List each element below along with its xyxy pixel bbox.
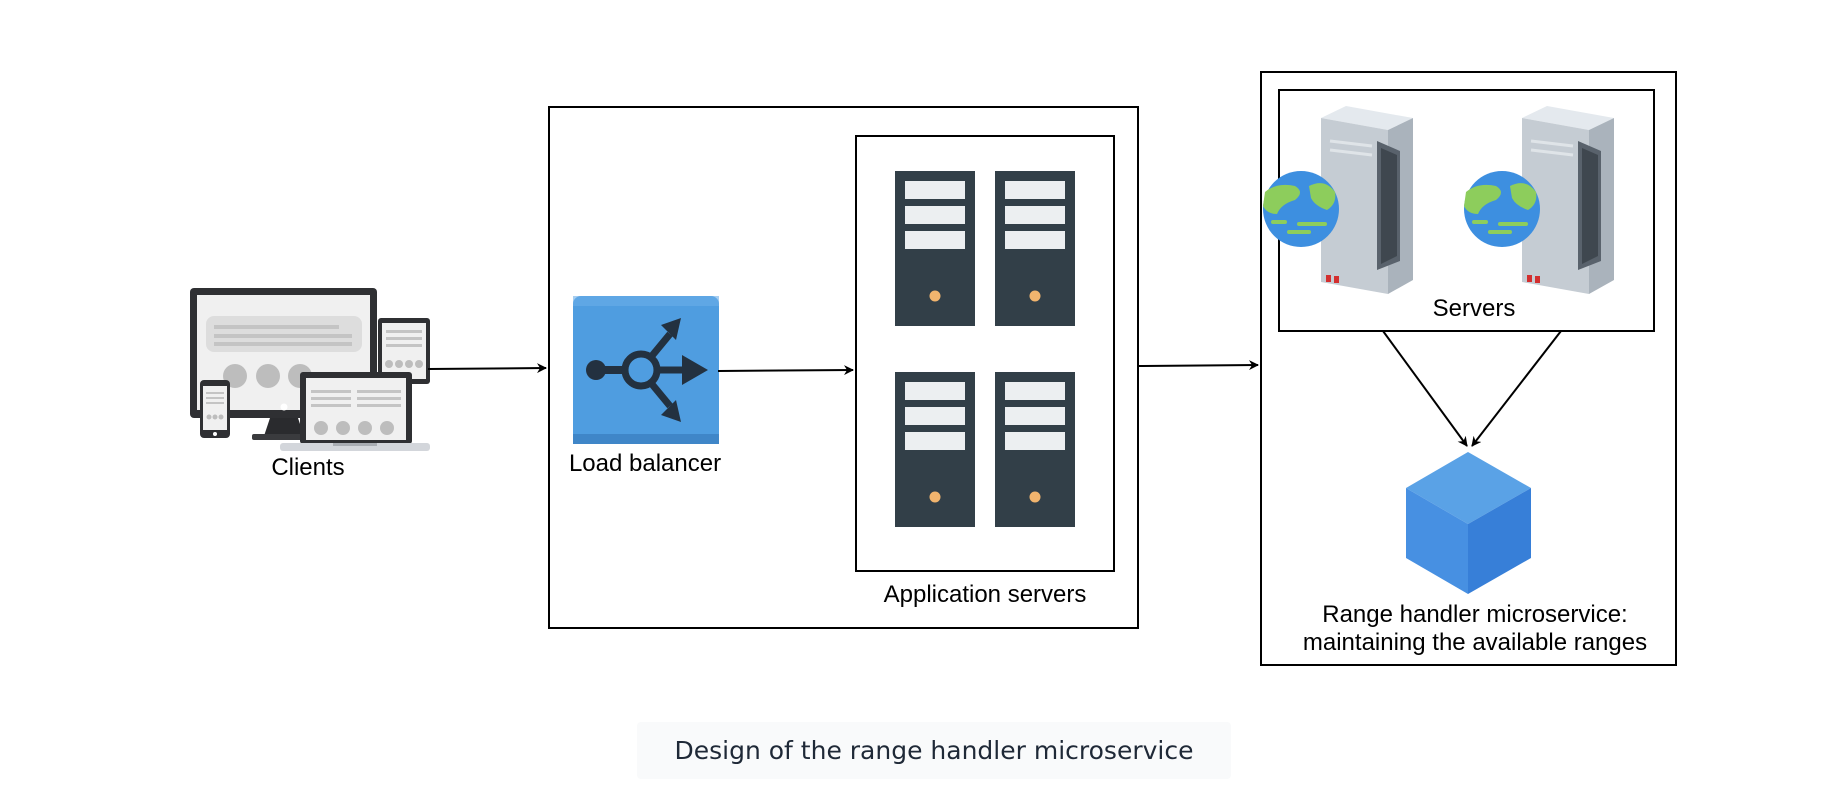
server-tower-icon xyxy=(895,372,975,527)
arrow-app-servers-to-range-handler xyxy=(1137,360,1259,371)
arrow-load-balancer-to-app-servers xyxy=(717,365,854,376)
web-server-icon xyxy=(1462,104,1616,296)
load-balancer-icon xyxy=(573,296,719,444)
arrow-clients-to-load-balancer xyxy=(427,363,547,374)
application-servers-frame xyxy=(855,135,1115,572)
load-balancer-label: Load balancer xyxy=(569,450,721,477)
server-tower-icon xyxy=(895,171,975,326)
diagram-caption: Design of the range handler microservice xyxy=(674,736,1194,765)
application-servers-label: Application servers xyxy=(884,581,1087,608)
cube-icon xyxy=(1406,452,1531,594)
arrow-server-left-to-microservice xyxy=(1382,330,1468,447)
server-tower-icon xyxy=(995,372,1075,527)
arrow-server-right-to-microservice xyxy=(1471,330,1562,447)
server-tower-icon xyxy=(995,171,1075,326)
clients-label: Clients xyxy=(271,454,344,481)
web-server-icon xyxy=(1261,104,1415,296)
servers-label: Servers xyxy=(1433,295,1516,322)
load-balancer-group-frame xyxy=(548,106,1139,629)
caption-box: Design of the range handler microservice xyxy=(637,722,1231,779)
range-handler-label-line1: Range handler microservice: xyxy=(1322,601,1627,628)
range-handler-label-line2: maintaining the available ranges xyxy=(1303,629,1647,656)
range-handler-group-frame xyxy=(1260,71,1677,666)
devices-icon xyxy=(190,288,430,451)
